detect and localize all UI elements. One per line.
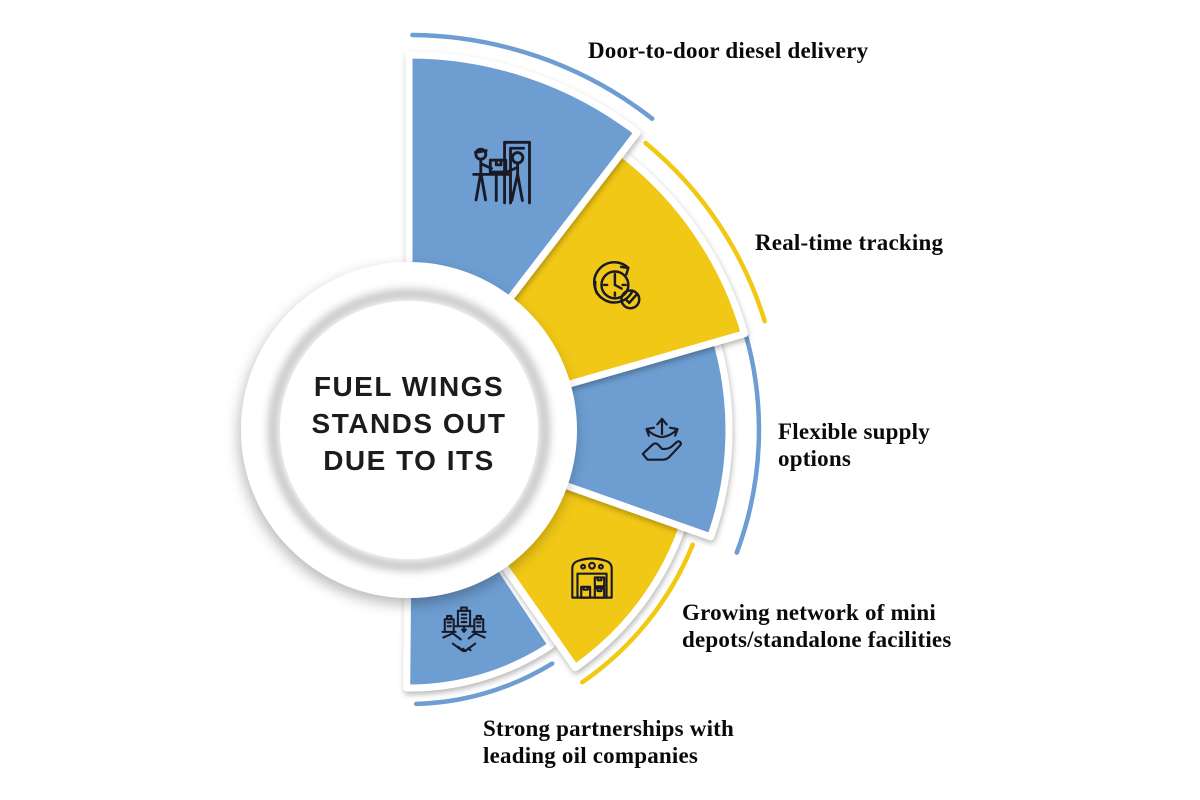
segment-label-flexible-supply-options: Flexible supply options [778,419,930,471]
hub-inner-shadow [267,288,551,572]
segment-outer-arc [580,542,695,685]
segment-outer-arc [643,140,767,324]
segment-outer-arc [413,661,555,707]
center-title-line1: FUEL WINGS [313,371,505,402]
center-title: FUEL WINGS STANDS OUT DUE TO ITS [259,368,559,479]
center-hub [241,262,577,598]
center-title-line2: STANDS OUT [311,408,507,439]
segment-label-strong-partnerships-with-lea: Strong partnerships with leading oil com… [483,716,735,768]
hub-inner-disc [280,301,538,559]
segment-label-growing-network-of-mini-depo: Growing network of mini depots/standalon… [682,600,952,652]
segment-outer-arc [734,331,762,555]
segment-label-real-time-tracking: Real-time tracking [755,230,944,255]
center-title-line3: DUE TO ITS [323,445,495,476]
segment-label-door-to-door-diesel-delivery: Door-to-door diesel delivery [588,38,869,63]
segment-outer-arc [410,32,655,121]
